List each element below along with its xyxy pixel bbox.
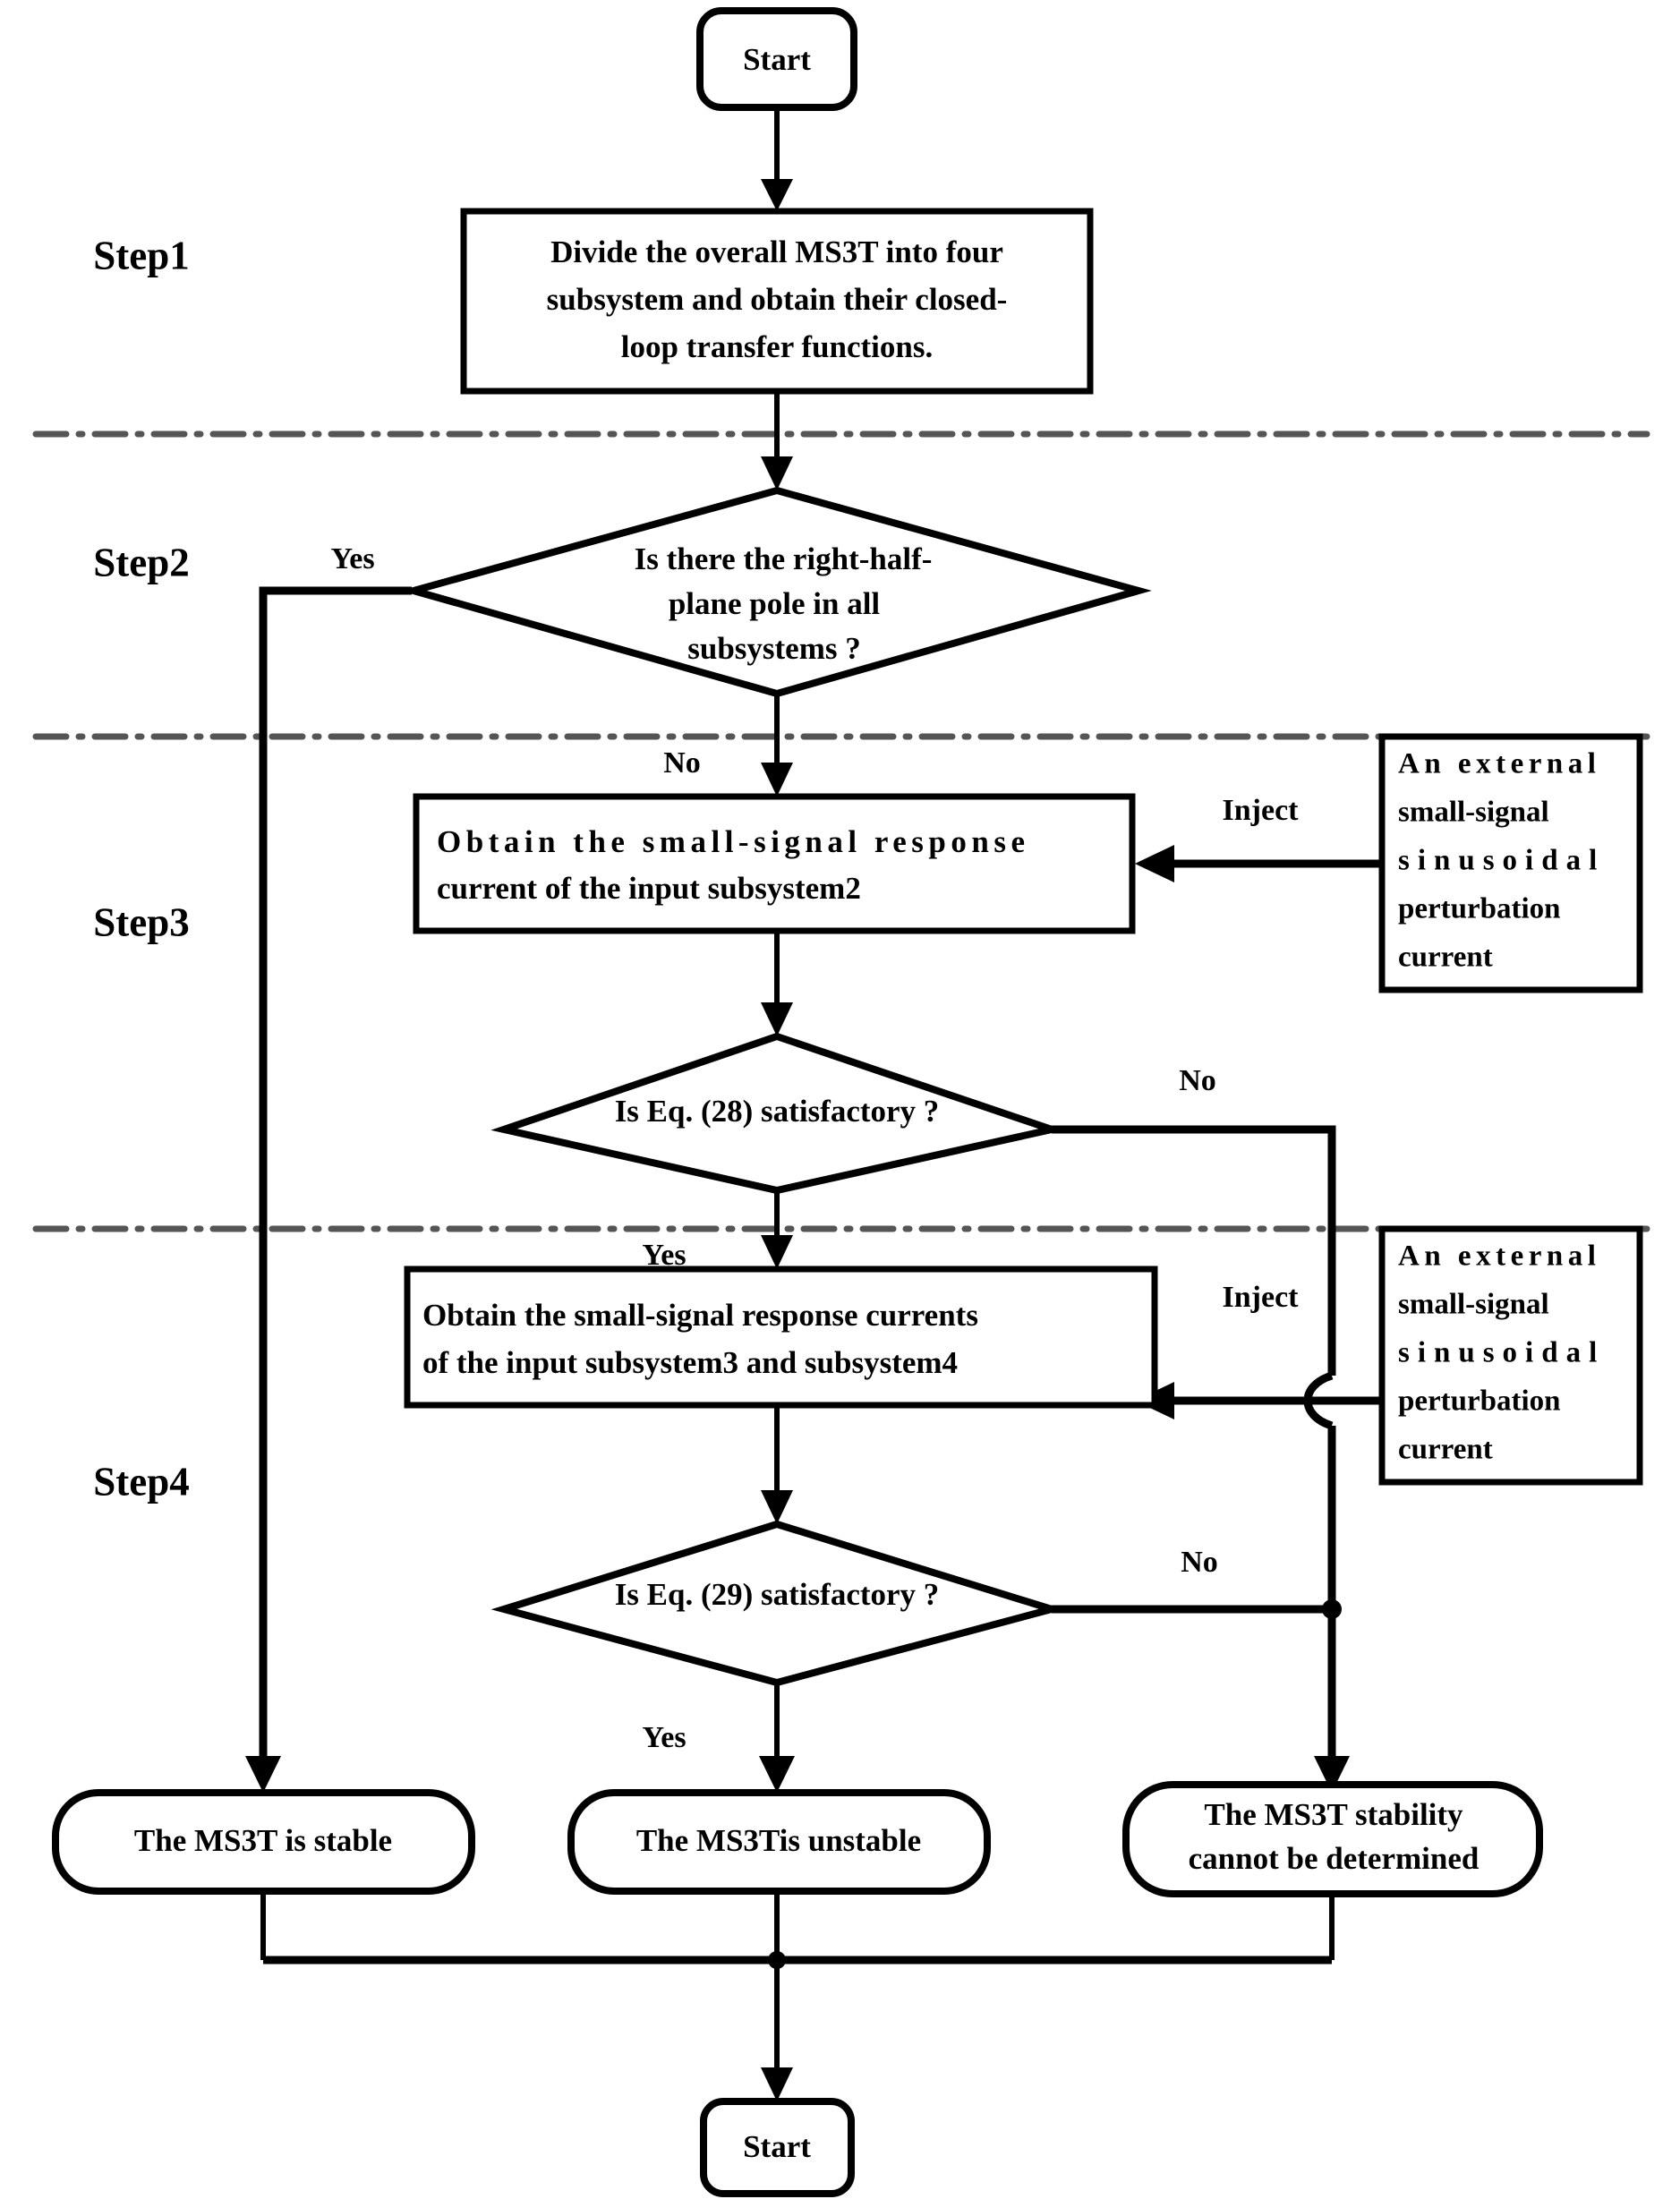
node-start-bottom-label: Start <box>743 2129 811 2164</box>
node-external-note-top-line-5: current <box>1398 942 1493 974</box>
node-external-note-top-line-2: small-signal <box>1398 797 1549 829</box>
node-divide[interactable] <box>460 208 1094 395</box>
node-stable-label: The MS3T is stable <box>134 1823 392 1858</box>
arrowhead-divide-to-rhp <box>761 456 793 490</box>
node-obtain-sub2-line-2: current of the input subsystem2 <box>437 871 861 906</box>
arrowhead-rhp-no-to-obtain-sub2 <box>761 763 793 797</box>
node-start-top-label: Start <box>743 42 811 77</box>
edge-label-step2-yes: Yes <box>330 542 374 575</box>
arrowhead-merge-to-start-bottom <box>761 2067 793 2101</box>
node-eq29-label: Is Eq. (29) satisfactory ? <box>615 1577 940 1612</box>
arrowhead-eq29-yes-to-unstable <box>759 1756 795 1793</box>
node-eq28-decision[interactable] <box>490 1032 1065 1195</box>
node-rhp-pole-line-3: subsystems ? <box>687 631 861 666</box>
node-undetermined-line-1: The MS3T stability <box>1204 1797 1463 1832</box>
node-external-note-bottom[interactable] <box>1378 1225 1643 1486</box>
node-divide-line-3: loop transfer functions. <box>621 329 933 364</box>
node-obtain-sub34-line-2: of the input subsystem3 and subsystem4 <box>422 1345 958 1380</box>
node-eq29-decision[interactable] <box>490 1520 1065 1687</box>
edge-label-eq28-no: No <box>1179 1064 1216 1097</box>
node-undetermined-line-2: cannot be determined <box>1189 1841 1480 1876</box>
arrowhead-obtain-sub2-to-eq28 <box>761 1002 793 1036</box>
junction-dot-no-merge <box>1322 1599 1342 1619</box>
edge-eq28-no <box>1052 1125 1336 1376</box>
node-obtain-sub2[interactable] <box>413 793 1136 934</box>
node-external-note-top-line-1: An external <box>1398 748 1600 780</box>
node-obtain-sub2-line-1: Obtain the small-signal response <box>437 824 1030 859</box>
node-divide-line-1: Divide the overall MS3T into four <box>550 234 1003 269</box>
arrowhead-inject-top <box>1135 845 1174 882</box>
step-label-step1: Step1 <box>93 233 190 277</box>
node-external-note-top-line-4: perturbation <box>1398 893 1561 925</box>
node-rhp-pole-line-1: Is there the right-half- <box>635 541 933 576</box>
arrowhead-eq28-yes <box>761 1235 793 1269</box>
arrowhead-eq28-no-to-undetermined <box>1314 1756 1350 1793</box>
node-eq28-label: Is Eq. (28) satisfactory ? <box>615 1094 940 1129</box>
node-undetermined[interactable] <box>1122 1781 1543 1897</box>
node-obtain-sub34[interactable] <box>404 1266 1158 1409</box>
node-divide-line-2: subsystem and obtain their closed- <box>547 282 1008 317</box>
edge-rhp-yes-to-stable <box>259 586 412 1777</box>
edge-label-step2-no: No <box>663 746 701 780</box>
node-external-note-top-line-3: sinusoidal <box>1398 845 1605 877</box>
node-stable[interactable] <box>52 1789 475 1895</box>
arrowhead-start-to-divide <box>761 179 793 211</box>
step-label-step3: Step3 <box>93 899 190 944</box>
edge-label-inject-bottom: Inject <box>1223 1281 1300 1314</box>
edge-label-eq28-yes: Yes <box>642 1239 686 1272</box>
edge-label-inject-top: Inject <box>1223 794 1300 827</box>
step-label-step4: Step4 <box>93 1459 190 1504</box>
node-start-top[interactable] <box>696 7 857 111</box>
node-rhp-pole-line-2: plane pole in all <box>669 586 881 621</box>
node-external-note-bottom-line-2: small-signal <box>1398 1289 1549 1321</box>
edge-label-eq29-yes: Yes <box>642 1721 686 1754</box>
node-rhp-pole-decision[interactable] <box>400 486 1152 698</box>
node-unstable[interactable] <box>567 1789 991 1895</box>
arrowhead-rhp-yes-to-stable <box>245 1756 281 1793</box>
step-label-step2: Step2 <box>93 540 190 584</box>
arrowhead-obtain-sub34-to-eq29 <box>761 1490 793 1524</box>
node-external-note-bottom-line-5: current <box>1398 1434 1493 1466</box>
node-external-note-bottom-line-3: sinusoidal <box>1398 1337 1605 1369</box>
node-unstable-label: The MS3Tis unstable <box>636 1823 921 1858</box>
edge-label-eq29-no: No <box>1181 1546 1218 1579</box>
node-start-bottom[interactable] <box>700 2098 855 2197</box>
node-external-note-bottom-line-1: An external <box>1398 1240 1600 1273</box>
node-obtain-sub34-line-1: Obtain the small-signal response current… <box>422 1298 978 1333</box>
node-external-note-bottom-line-4: perturbation <box>1398 1385 1561 1418</box>
node-external-note-top[interactable] <box>1378 733 1643 993</box>
